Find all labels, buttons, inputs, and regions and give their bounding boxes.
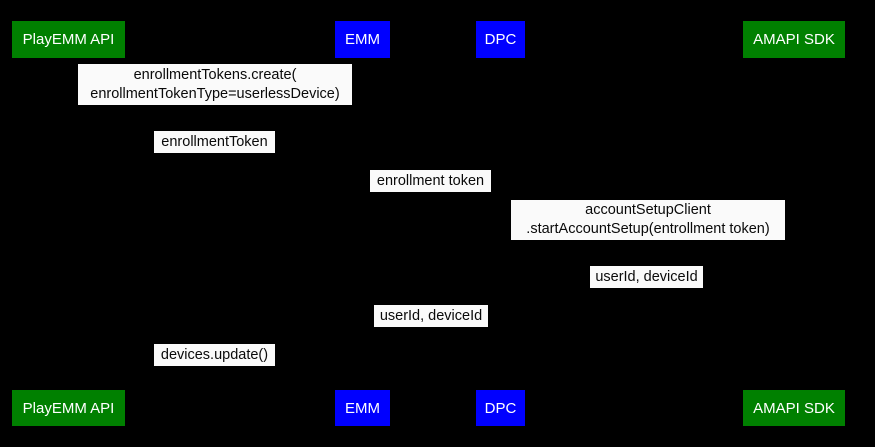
- message-label-enrollment-token-transfer: enrollment token: [370, 170, 491, 192]
- message-label-enrollment-tokens-create: enrollmentTokens.create( enrollmentToken…: [78, 64, 352, 105]
- message-label-userid-deviceid-to-emm: userId, deviceId: [374, 305, 488, 327]
- message-line-1: userId, deviceId: [595, 268, 698, 285]
- participant-bottom-playemm-api[interactable]: PlayEMM API: [12, 390, 125, 426]
- message-label-devices-update: devices.update(): [154, 344, 275, 366]
- participant-bottom-emm[interactable]: EMM: [335, 390, 390, 426]
- participant-bottom-dpc[interactable]: DPC: [476, 390, 525, 426]
- participant-label: DPC: [484, 31, 517, 48]
- message-line-2: .startAccountSetup(entrollment token): [526, 221, 770, 237]
- participant-label: PlayEMM API: [22, 399, 115, 417]
- message-line-1: enrollmentTokens.create(: [133, 66, 297, 83]
- message-line-2: enrollmentTokenType=userlessDevice): [90, 85, 340, 102]
- message-line-1: enrollmentToken: [161, 133, 268, 150]
- participant-top-dpc[interactable]: DPC: [476, 21, 525, 58]
- participant-top-playemm-api[interactable]: PlayEMM API: [12, 21, 125, 58]
- message-label-start-account-setup: accountSetupClient .startAccountSetup(en…: [511, 200, 785, 240]
- participant-top-amapi-sdk[interactable]: AMAPI SDK: [743, 21, 845, 58]
- participant-label: EMM: [345, 399, 380, 417]
- participant-label: PlayEMM API: [22, 31, 115, 48]
- participant-label: AMAPI SDK: [753, 399, 835, 417]
- participant-top-emm[interactable]: EMM: [335, 21, 390, 58]
- message-label-userid-deviceid-to-dpc: userId, deviceId: [590, 266, 703, 288]
- participant-label: AMAPI SDK: [753, 31, 835, 48]
- message-label-enrollment-token-response: enrollmentToken: [154, 131, 275, 153]
- participant-label: EMM: [345, 31, 380, 48]
- message-line-1: userId, deviceId: [379, 307, 483, 324]
- message-line-1: accountSetupClient: [585, 202, 711, 218]
- message-line-1: devices.update(): [160, 346, 269, 363]
- participant-bottom-amapi-sdk[interactable]: AMAPI SDK: [743, 390, 845, 426]
- participant-label: DPC: [484, 399, 517, 417]
- message-line-1: enrollment token: [376, 172, 485, 189]
